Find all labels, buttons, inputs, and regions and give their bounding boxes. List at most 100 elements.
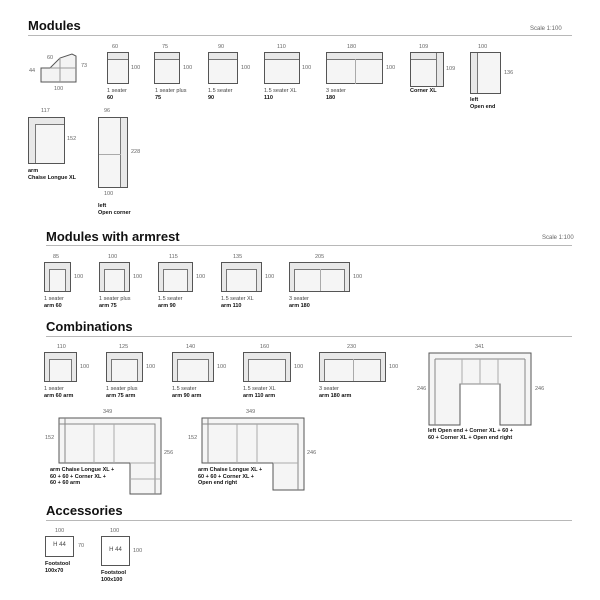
sofa-drawing [44, 352, 77, 382]
sofa-drawing [208, 52, 238, 84]
dim-height: 100 [133, 274, 143, 280]
dim-width: 115 [169, 254, 178, 260]
dim-height: 100 [133, 548, 143, 554]
dim-height: 100 [386, 65, 396, 71]
height-marker: H 44 [109, 547, 122, 553]
dim-height: 100 [241, 65, 251, 71]
accessories-divider [46, 520, 572, 521]
dim-width: 341 [475, 344, 485, 350]
dim-width: 160 [260, 344, 270, 350]
dim-width: 110 [277, 44, 286, 50]
dim-height: 100 [196, 274, 206, 280]
dim-height: 109 [446, 66, 456, 72]
u-shape-drawing [428, 352, 532, 426]
footstool-drawing: H 44 [101, 536, 130, 566]
dim-bottom: 100 [104, 191, 114, 197]
dim-height: 228 [131, 149, 141, 155]
accessories-heading: Accessories [46, 503, 123, 518]
sofa-drawing [289, 262, 350, 292]
height-marker: H 44 [53, 542, 66, 548]
dim-height: 100 [74, 274, 84, 280]
sofa-drawing [410, 52, 444, 87]
sofa-drawing [221, 262, 262, 292]
dim-width: 75 [162, 44, 169, 50]
dim-height: 100 [294, 364, 304, 370]
dim-right: 246 [307, 450, 317, 456]
armrest-heading: Modules with armrest [46, 229, 180, 244]
sofa-drawing [172, 352, 214, 382]
dim-left: 152 [188, 435, 198, 441]
combination-label: arm Chaise Longue XL +60 + 60 + Corner X… [50, 467, 115, 486]
dim-width: 349 [103, 409, 113, 415]
dim-bottom: 100 [54, 86, 64, 92]
sofa-drawing [28, 117, 65, 164]
dim-height: 100 [389, 364, 399, 370]
dim-width: 100 [110, 528, 120, 534]
dim-width: 140 [186, 344, 196, 350]
dim-height: 100 [183, 65, 193, 71]
dim-top: 60 [47, 55, 54, 61]
dim-width: 180 [347, 44, 357, 50]
dim-right: 246 [535, 386, 545, 392]
dim-height: 100 [302, 65, 312, 71]
dim-width: 110 [57, 344, 66, 350]
dim-width: 100 [55, 528, 65, 534]
dim-width: 135 [233, 254, 243, 260]
dim-width: 100 [108, 254, 118, 260]
dim-height: 100 [353, 274, 363, 280]
dim-width: 205 [315, 254, 325, 260]
dim-width: 60 [112, 44, 119, 50]
combinations-heading: Combinations [46, 319, 133, 334]
side-view-drawing [40, 53, 77, 83]
dim-width: 109 [419, 44, 429, 50]
dim-width: 125 [119, 344, 129, 350]
dim-height: 100 [146, 364, 156, 370]
dim-height: 100 [217, 364, 227, 370]
l-shape-one-drawing [58, 417, 162, 495]
dim-width: 117 [41, 108, 50, 114]
l-shape-two-drawing [201, 417, 305, 491]
dim-height: 136 [504, 70, 514, 76]
armrest-divider [46, 245, 572, 246]
sofa-drawing [264, 52, 300, 84]
sofa-drawing [158, 262, 193, 292]
dim-width: 96 [104, 108, 111, 114]
sofa-drawing [99, 262, 130, 292]
sofa-drawing [44, 262, 71, 292]
combination-label: left Open end + Corner XL + 60 +60 + Cor… [428, 428, 514, 441]
armrest-scale: Scale 1:100 [542, 235, 574, 241]
sofa-drawing [106, 352, 143, 382]
dim-height: 152 [67, 136, 77, 142]
dim-left: 152 [45, 435, 55, 441]
sofa-drawing [326, 52, 383, 84]
module-label: Corner XL [410, 88, 437, 94]
dim-width: 230 [347, 344, 357, 350]
sofa-drawing [98, 117, 128, 188]
sofa-drawing [243, 352, 291, 382]
modules-divider [28, 35, 572, 36]
modules-scale: Scale 1:100 [530, 26, 562, 32]
dim-height: 70 [78, 543, 85, 549]
combination-label: arm Chaise Longue XL +60 + 60 + Corner X… [198, 467, 263, 486]
dim-height: 100 [265, 274, 275, 280]
dim-width: 349 [246, 409, 256, 415]
sofa-drawing [319, 352, 386, 382]
dim-left: 246 [417, 386, 427, 392]
dim-width: 100 [478, 44, 488, 50]
